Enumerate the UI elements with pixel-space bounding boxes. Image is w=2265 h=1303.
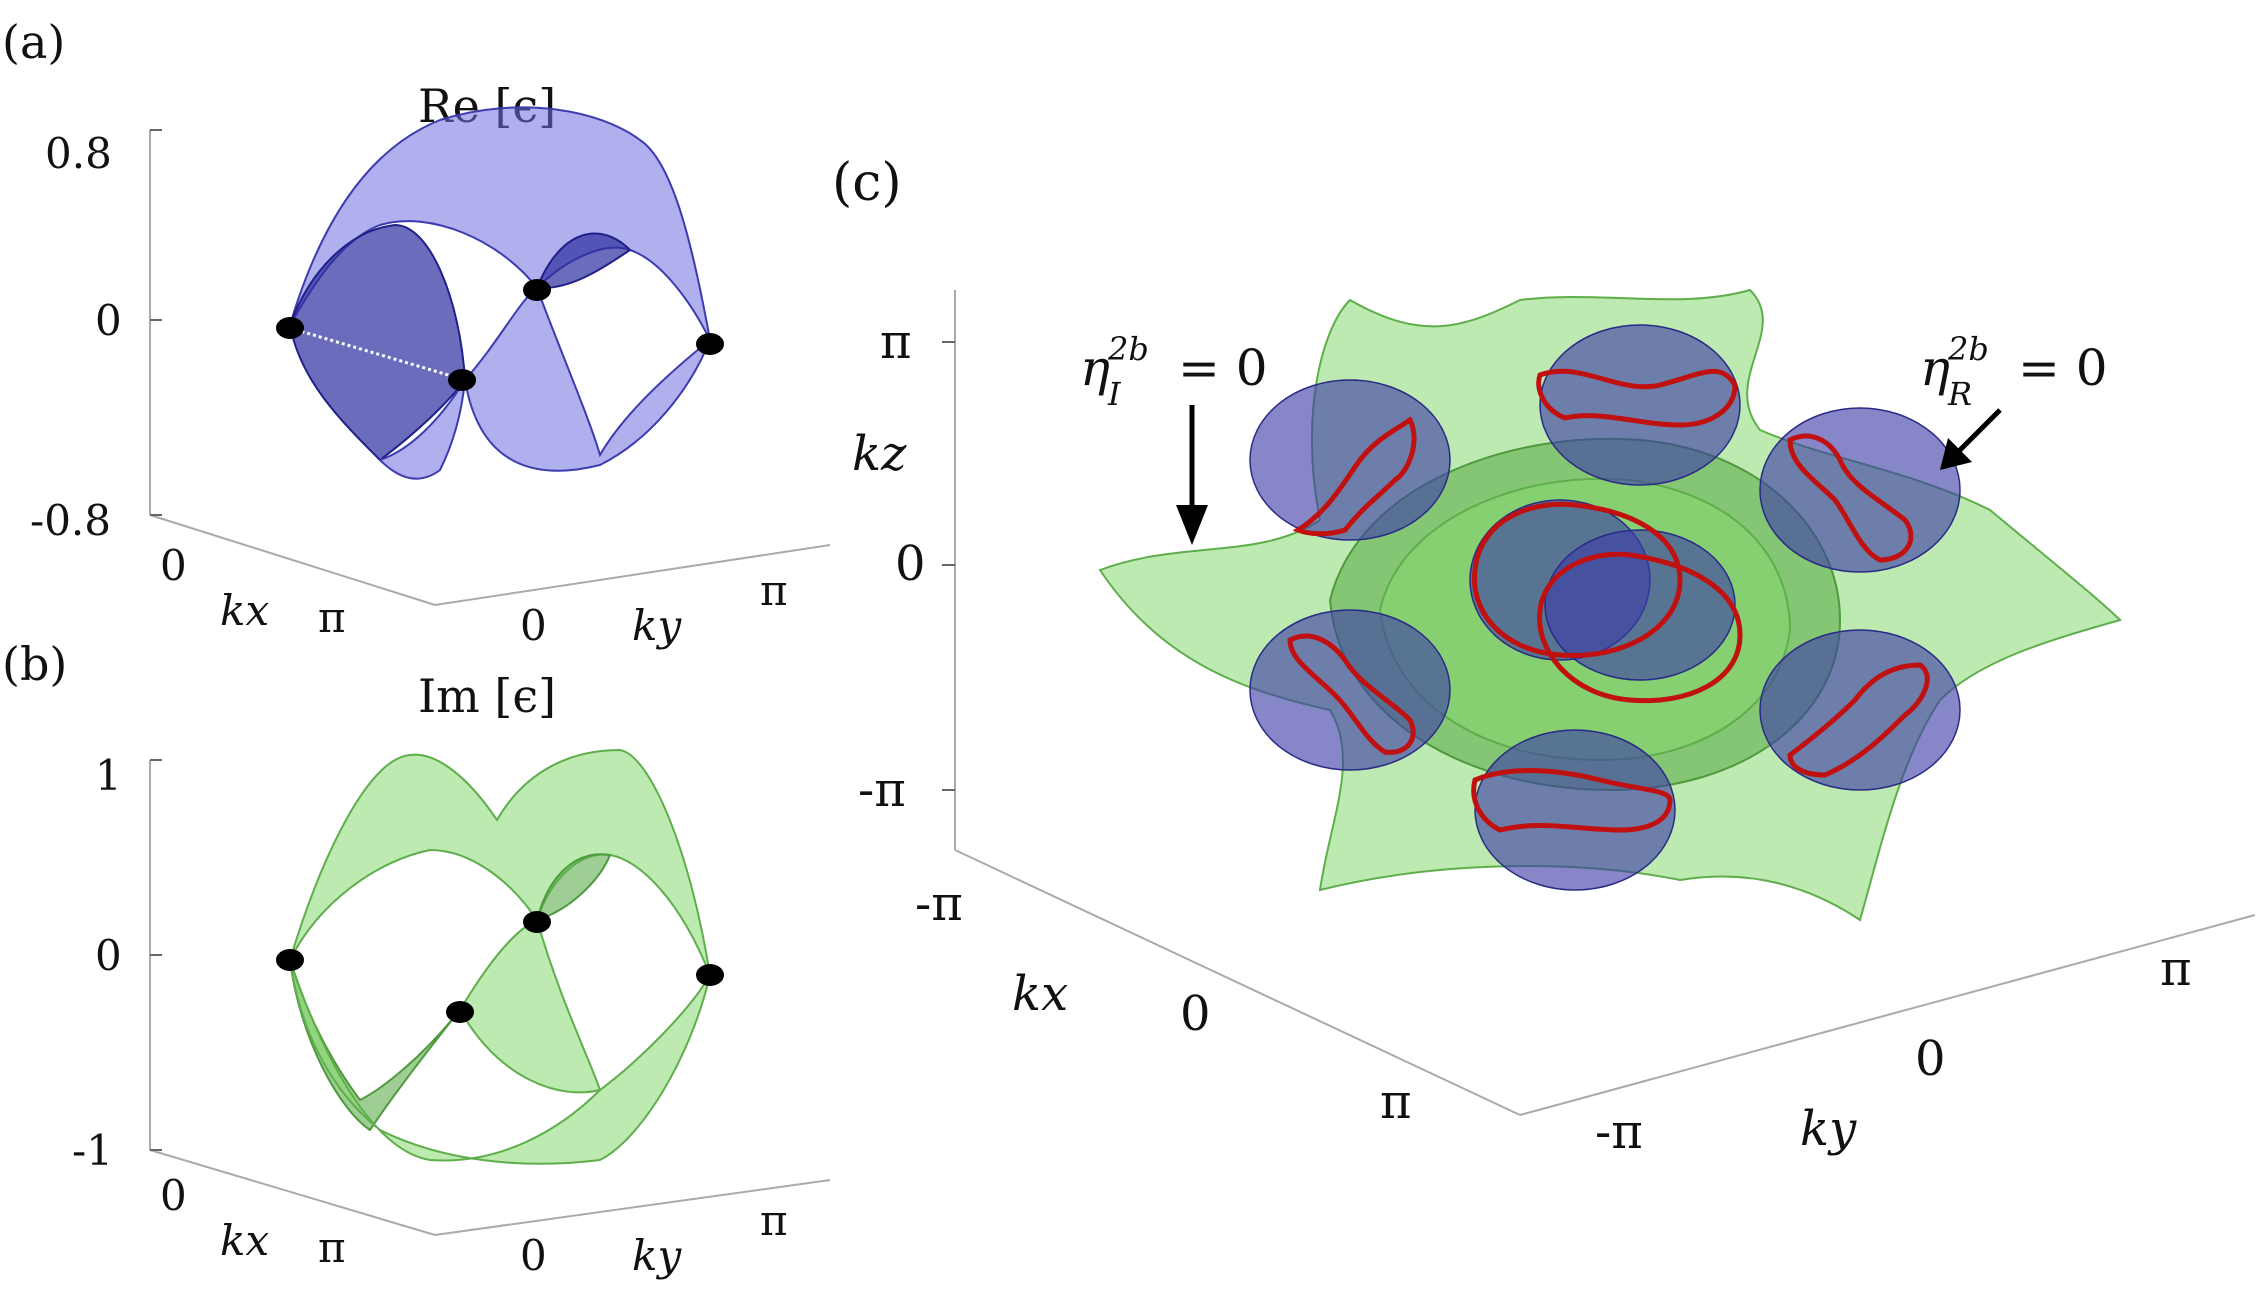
sphere	[1474, 729, 1676, 891]
panel-a-ky-tick-pi: π	[760, 566, 788, 615]
sphere	[1249, 379, 1451, 541]
panel-c-ky-tick-minuspi: -π	[1595, 1104, 1643, 1160]
panel-c-kx-tick-minuspi: -π	[915, 876, 963, 932]
eta-symbol-left: η	[1080, 339, 1110, 397]
eta-rhs-left: = 0	[1178, 339, 1268, 397]
panel-b-ztick-top: 1	[95, 751, 122, 800]
exceptional-point	[276, 317, 304, 339]
arrow-down-left-icon	[1940, 438, 1972, 470]
panel-a-ky-tick-0: 0	[520, 601, 547, 650]
exceptional-point	[523, 279, 551, 301]
panel-a: (a) Re [ϵ] 0.8 0 -0.8 0 π kx 0 π ky	[2, 15, 831, 650]
panel-b-kx-label: kx	[220, 1216, 269, 1265]
panel-c-kx-tick-pi: π	[1380, 1074, 1412, 1130]
panel-a-exceptional-points	[276, 279, 724, 391]
panel-c-exceptional-lines	[1287, 368, 1930, 833]
exceptional-point	[696, 333, 724, 355]
panel-a-ztick-mid: 0	[95, 296, 122, 345]
panel-a-kx-tick-0: 0	[160, 541, 187, 590]
panel-a-surface	[288, 106, 713, 480]
panel-b-ztick-mid: 0	[95, 931, 122, 980]
exceptional-point	[446, 1001, 474, 1023]
panel-c-annotation-left: η 2b I = 0	[1080, 330, 1268, 545]
eta-sub-left: I	[1107, 375, 1122, 413]
panel-c-axes	[942, 290, 2256, 1116]
sphere	[1544, 529, 1736, 681]
panel-c-kx-tick-0: 0	[1180, 986, 1211, 1042]
panel-c-ky-label: ky	[1800, 1101, 1857, 1157]
panel-a-ztick-bottom: -0.8	[30, 496, 111, 545]
exceptional-point	[448, 369, 476, 391]
panel-b-ztick-bottom: -1	[72, 1126, 113, 1175]
panel-b-exceptional-points	[276, 911, 724, 1023]
panel-c-kx-label: kx	[1012, 966, 1068, 1022]
panel-c-kz-tick-minuspi: -π	[858, 762, 906, 818]
panel-b-kx-tick-0: 0	[160, 1171, 187, 1220]
panel-a-label: (a)	[2, 15, 65, 69]
eta-rhs-right: = 0	[2018, 339, 2108, 397]
panel-c-kz-tick-pi: π	[880, 314, 912, 370]
panel-c-kz-tick-0: 0	[895, 536, 926, 592]
exceptional-point	[696, 964, 724, 986]
panel-b-surface	[289, 748, 711, 1165]
eta-sub-right: R	[1947, 375, 1972, 413]
panel-b-axes	[149, 759, 831, 1236]
sphere	[1539, 324, 1741, 486]
eta-sup-right: 2b	[1947, 330, 1989, 368]
panel-b-ky-label: ky	[632, 1231, 682, 1280]
panel-b-kx-tick-pi: π	[318, 1223, 346, 1272]
panel-b: (b) Im [ϵ] 1 0 -1 0 π kx 0 π ky	[2, 637, 831, 1280]
panel-a-ky-label: ky	[632, 601, 682, 650]
sphere	[1759, 407, 1961, 573]
sphere	[1759, 629, 1961, 791]
panel-a-kx-tick-pi: π	[318, 593, 346, 642]
panel-a-kx-label: kx	[220, 586, 269, 635]
panel-b-label: (b)	[2, 637, 67, 691]
panel-c-ky-tick-0: 0	[1915, 1031, 1946, 1087]
panel-c-ky-tick-pi: π	[2160, 941, 2192, 997]
panel-c-kz-label: kz	[852, 426, 907, 482]
eta-sup-left: 2b	[1107, 330, 1149, 368]
panel-b-title: Im [ϵ]	[418, 669, 556, 723]
panel-c-annotation-right: η 2b R = 0	[1920, 330, 2108, 470]
panel-b-ky-tick-pi: π	[760, 1196, 788, 1245]
arrow-down-icon	[1176, 505, 1208, 545]
exceptional-point	[523, 911, 551, 933]
panel-a-ztick-top: 0.8	[45, 129, 112, 178]
exceptional-point	[276, 949, 304, 971]
panel-b-ky-tick-0: 0	[520, 1231, 547, 1280]
panel-c-label: (c)	[832, 153, 902, 213]
panel-a-axes	[149, 129, 831, 606]
panel-c: (c) π 0 -π kz -π 0 π kx -π 0 π ky	[832, 153, 2256, 1160]
sphere	[1249, 609, 1451, 771]
eta-symbol-right: η	[1920, 339, 1950, 397]
